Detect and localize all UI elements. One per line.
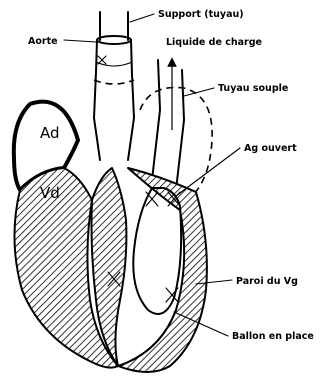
ad-label: Ad [40,124,60,142]
balloon [133,188,181,314]
liquide-label: Liquide de charge [166,37,262,48]
ag-ouvert-label: Ag ouvert [244,143,297,154]
paroi-vg-label: Paroi du Vg [236,276,298,287]
aorte-label: Aorte [28,36,58,47]
support-pipe [97,12,131,44]
tuyau-souple-label: Tuyau souple [218,83,288,94]
support-label: Support (tuyau) [158,9,244,20]
flexible-tube [152,60,184,190]
ballon-label: Ballon en place [232,331,314,342]
vd-label: Vd [40,184,60,202]
left-ventricle-wall [118,168,207,372]
